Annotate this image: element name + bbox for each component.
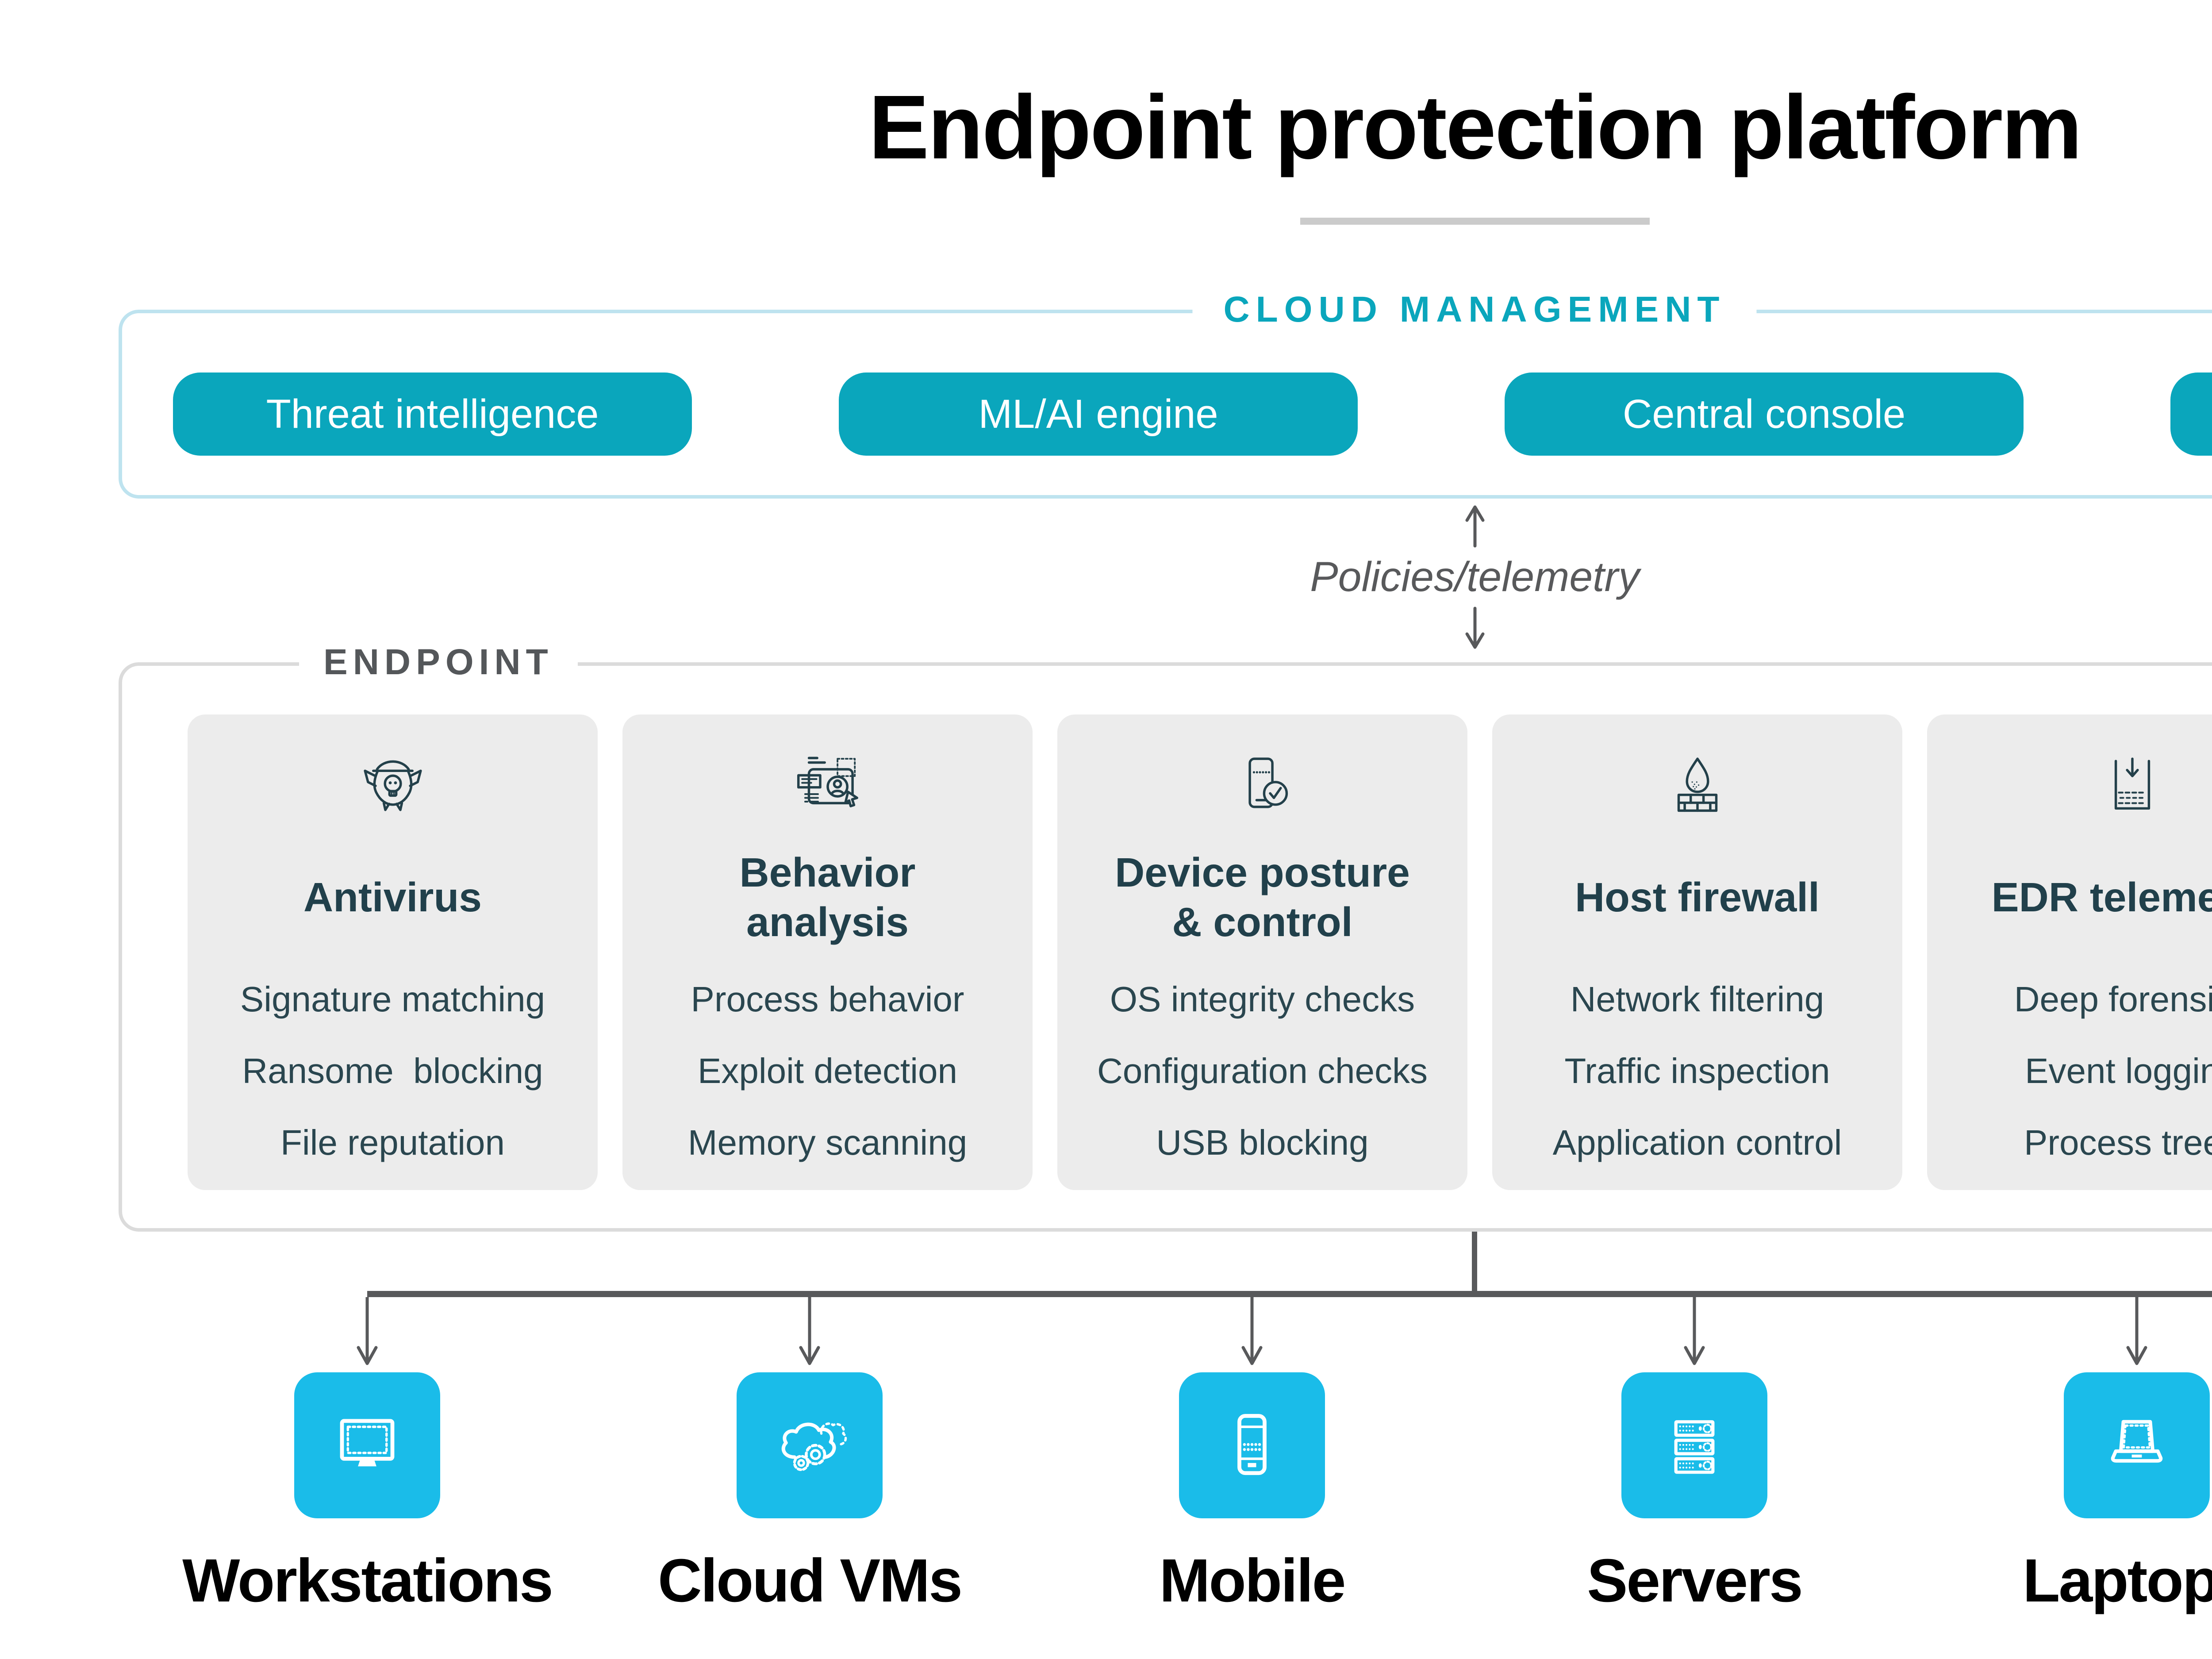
arrow-down-icon: [1463, 607, 1487, 651]
device-cloud-vms: Cloud VMs: [588, 1297, 1031, 1616]
card-behavior-analysis: Behavior analysis Process behavior Explo…: [622, 714, 1033, 1190]
card-title: EDR telemetry: [1991, 874, 2212, 920]
device-tile: [2064, 1372, 2210, 1518]
device-label: Workstations: [182, 1547, 553, 1615]
device-label: Cloud VMs: [658, 1547, 963, 1615]
card-title: Behavior analysis: [739, 849, 916, 945]
flame-brick-wall-icon: [1660, 750, 1735, 823]
device-laptops: Laptops: [1916, 1297, 2212, 1616]
card-device-posture: Device posture & control OS integrity ch…: [1057, 714, 1467, 1190]
card-item-list: OS integrity checks Configuration checks…: [1097, 964, 1428, 1179]
phone-check-icon: [1225, 750, 1300, 823]
cloud-pill-row: Threat intelligence ML/AI engine Central…: [122, 313, 2212, 456]
card-item-list: Process behavior Exploit detection Memor…: [688, 964, 967, 1179]
smartphone-icon: [1210, 1403, 1294, 1487]
arrow-down-icon: [1239, 1297, 1265, 1368]
device-label: Mobile: [1159, 1547, 1346, 1615]
card-item-list: Deep forensics Event logging Process tre…: [2014, 964, 2212, 1179]
laptop-icon: [2095, 1403, 2179, 1487]
arrow-down-icon: [1681, 1297, 1708, 1368]
arrow-up-icon: [1463, 503, 1487, 548]
page-title: Endpoint protection platform: [868, 77, 2082, 178]
device-tile: [1621, 1372, 1767, 1518]
device-tile: [294, 1372, 440, 1518]
user-behavior-window-icon: [790, 750, 865, 823]
policies-telemetry-link: Policies/telemetry: [0, 503, 2212, 651]
endpoint-card-row: Antivirus Signature matching Ransome blo…: [122, 666, 2212, 1190]
cloud-gears-icon: [768, 1403, 852, 1487]
arrow-down-icon: [796, 1297, 823, 1368]
card-host-firewall: Host firewall Network filtering Traffic …: [1492, 714, 1902, 1190]
card-item: Process behavior: [691, 979, 964, 1019]
virus-bug-icon: [355, 750, 430, 823]
card-title: Device posture & control: [1115, 849, 1410, 945]
cloud-management-box: CLOUD MANAGEMENT Threat intelligence ML/…: [119, 289, 2212, 499]
device-tile: [737, 1372, 883, 1518]
pill-ml-ai-engine: ML/AI engine: [839, 373, 1358, 456]
card-antivirus: Antivirus Signature matching Ransome blo…: [188, 714, 598, 1190]
card-item-list: Network filtering Traffic inspection App…: [1553, 964, 1842, 1179]
card-item-list: Signature matching Ransome blocking File…: [240, 964, 545, 1179]
device-workstations: Workstations: [146, 1297, 588, 1616]
desktop-monitor-icon: [325, 1403, 409, 1487]
card-title: Host firewall: [1575, 874, 1820, 920]
card-item: USB blocking: [1156, 1123, 1369, 1162]
card-item: OS integrity checks: [1110, 979, 1415, 1019]
device-label: Laptops: [2023, 1547, 2212, 1615]
device-label: Servers: [1587, 1547, 1803, 1615]
card-item: Network filtering: [1570, 979, 1824, 1019]
card-item: Exploit detection: [697, 1051, 958, 1091]
card-item: Configuration checks: [1097, 1051, 1428, 1091]
arrow-down-icon: [2124, 1297, 2150, 1368]
card-item: Process trees: [2024, 1123, 2212, 1162]
endpoint-box: ENDPOINT: [119, 641, 2212, 1232]
card-item: Signature matching: [240, 979, 545, 1019]
card-item: Deep forensics: [2014, 979, 2212, 1019]
pill-threat-intelligence: Threat intelligence: [173, 373, 692, 456]
card-item: Memory scanning: [687, 1123, 968, 1162]
pill-central-console: Central console: [1505, 373, 2024, 456]
connector-stem-line: [1472, 1232, 1477, 1297]
collector-tray-icon: [2095, 750, 2170, 823]
card-item: Application control: [1552, 1123, 1842, 1162]
arrow-down-icon: [354, 1297, 380, 1368]
card-item: Ransome blocking: [242, 1051, 543, 1091]
card-item: Event logging: [2025, 1051, 2212, 1091]
card-title: Antivirus: [303, 874, 482, 920]
device-row: Workstations: [146, 1297, 2212, 1616]
server-rack-icon: [1652, 1403, 1736, 1487]
device-servers: Servers: [1473, 1297, 1916, 1616]
device-mobile: Mobile: [1031, 1297, 1473, 1616]
device-tile: [1179, 1372, 1325, 1518]
connector-horizontal-line: [367, 1291, 2212, 1297]
card-item: Traffic inspection: [1564, 1051, 1830, 1091]
pill-sandbox: Sandbox: [2170, 373, 2212, 456]
title-underline: [1300, 218, 1650, 225]
card-item: File reputation: [280, 1123, 505, 1162]
cloud-management-label: CLOUD MANAGEMENT: [1192, 289, 1757, 330]
policies-telemetry-label: Policies/telemetry: [1310, 553, 1640, 600]
endpoint-label: ENDPOINT: [299, 641, 578, 683]
card-edr-telemetry: EDR telemetry Deep forensics Event loggi…: [1927, 714, 2212, 1190]
